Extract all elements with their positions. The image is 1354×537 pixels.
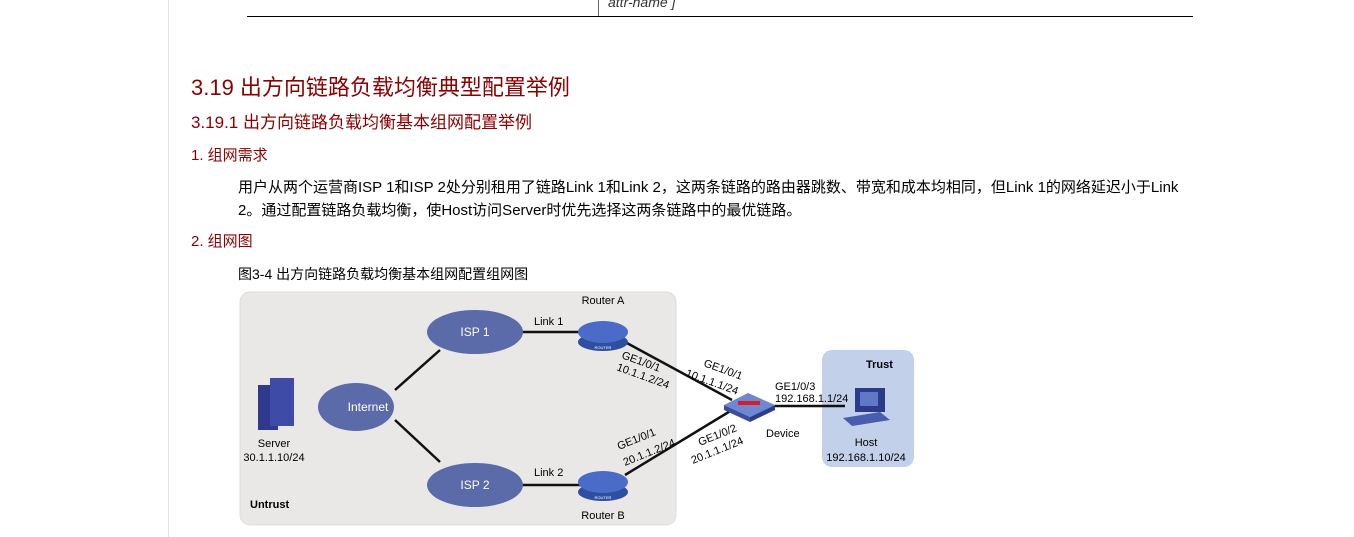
router-b-icon bbox=[578, 471, 628, 501]
figure-caption: 图3-4 出方向链路负载均衡基本组网配置组网图 bbox=[238, 266, 529, 282]
requirements-line-1: 用户从两个运营商ISP 1和ISP 2处分别租用了链路Link 1和Link 2… bbox=[238, 179, 1179, 196]
table-bottom-border bbox=[247, 16, 1193, 17]
dev-if3-label: GE1/0/3 bbox=[775, 381, 815, 393]
dev-ip3-label: 192.168.1.1/24 bbox=[775, 393, 848, 405]
table-cell-text: attr-name ] bbox=[608, 0, 676, 10]
router-badge-label: ROUTER bbox=[595, 345, 612, 350]
links bbox=[394, 330, 845, 487]
link2-label: Link 2 bbox=[534, 467, 563, 479]
untrust-label: Untrust bbox=[250, 499, 289, 511]
router-badge-label: ROUTER bbox=[595, 495, 612, 500]
host-label: Host bbox=[855, 437, 878, 449]
server-ip-label: 30.1.1.10/24 bbox=[243, 452, 304, 464]
server-label: Server bbox=[258, 438, 291, 450]
router-a-icon bbox=[578, 321, 628, 351]
requirements-line-2: 2。通过配置链路负载均衡，使Host访问Server时优先选择这两条链路中的最优… bbox=[238, 202, 802, 219]
cloud-icons bbox=[318, 310, 523, 507]
host-ip-label: 192.168.1.10/24 bbox=[826, 452, 906, 464]
untrust-zone bbox=[239, 291, 677, 526]
isp2-label: ISP 2 bbox=[460, 478, 489, 492]
server-icon bbox=[258, 378, 294, 430]
page-left-border bbox=[168, 0, 169, 537]
link1-label: Link 1 bbox=[534, 316, 563, 328]
router-b-label: Router B bbox=[581, 510, 624, 522]
isp1-label: ISP 1 bbox=[460, 325, 489, 339]
device-firewall-icon bbox=[724, 393, 775, 422]
device-label: Device bbox=[766, 428, 800, 440]
table-column-divider bbox=[598, 0, 599, 16]
trust-label: Trust bbox=[866, 359, 893, 371]
internet-label: Internet bbox=[348, 400, 389, 414]
requirements-heading: 1. 组网需求 bbox=[191, 147, 268, 164]
diagram-heading: 2. 组网图 bbox=[191, 233, 253, 250]
host-computer-icon bbox=[843, 388, 890, 426]
section-title: 3.19 出方向链路负载均衡典型配置举例 bbox=[191, 75, 570, 100]
subsection-title: 3.19.1 出方向链路负载均衡基本组网配置举例 bbox=[191, 113, 532, 132]
router-a-label: Router A bbox=[582, 295, 625, 307]
